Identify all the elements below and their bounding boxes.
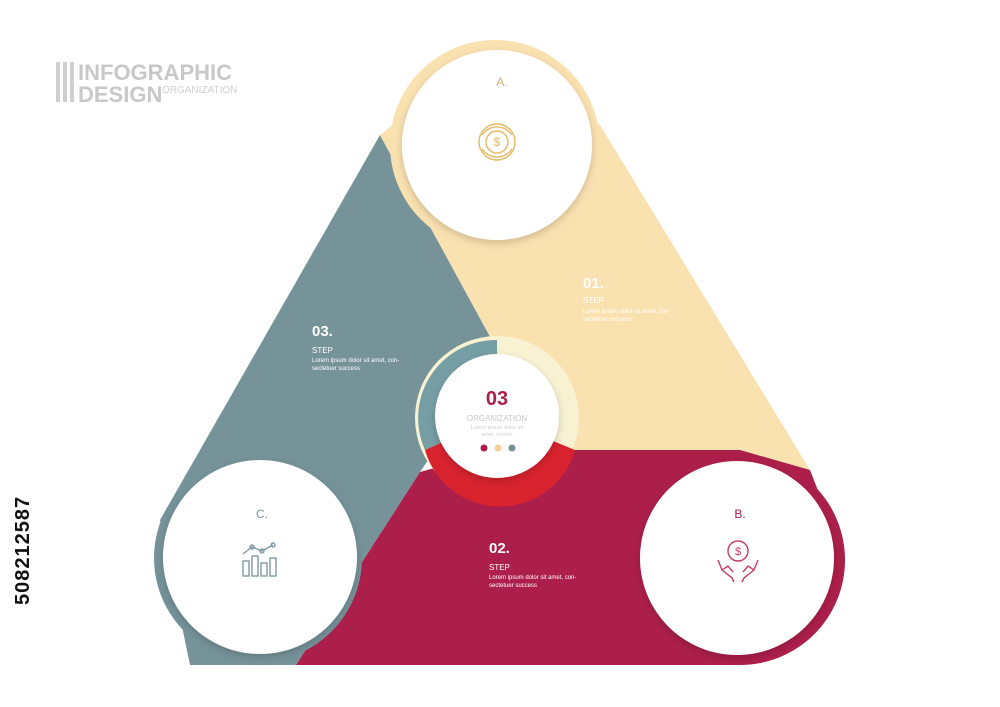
center-circle xyxy=(435,354,559,478)
step3-title: STEP xyxy=(312,346,333,355)
circle-b-label: B. xyxy=(734,507,745,521)
center-dot-peach xyxy=(494,444,502,452)
header-title-line2: DESIGN xyxy=(78,82,162,107)
svg-text:$: $ xyxy=(494,135,501,149)
header-title-line1: INFOGRAPHIC xyxy=(78,60,232,85)
step2-title: STEP xyxy=(489,563,510,572)
bar-chart-icon xyxy=(242,542,277,577)
center-dot-red xyxy=(480,444,488,452)
circle-c xyxy=(163,460,357,654)
step1-number: 01. xyxy=(583,275,604,292)
circle-c-label: C. xyxy=(256,507,268,521)
center-desc-line2: amet, concte xyxy=(481,432,513,438)
dollar-globe-icon: $ xyxy=(478,123,516,161)
side-id-number: 508212587 xyxy=(12,495,34,605)
step1-desc-line2: sectetuer success xyxy=(583,317,631,323)
svg-text:$: $ xyxy=(735,546,741,558)
step3-desc-line2: sectetuer success xyxy=(312,366,360,372)
step1-title: STEP xyxy=(583,296,604,305)
circle-a-label: A. xyxy=(496,75,507,89)
circle-a xyxy=(402,50,592,240)
step3-number: 03. xyxy=(312,323,333,340)
step2-number: 02. xyxy=(489,540,510,557)
step1-desc-line1: Lorem ipsum dolor sit amet, con- xyxy=(583,309,670,315)
step3-desc-line1: Lorem ipsum dolor sit amet, con- xyxy=(312,358,399,364)
center-desc-line1: Lorem ipsum dolor sit xyxy=(471,425,524,431)
center-label: ORGANIZATION xyxy=(467,414,528,423)
header-logo: INFOGRAPHIC DESIGN ORGANIZATION xyxy=(56,60,237,107)
circle-b xyxy=(640,461,834,655)
center-dot-slate xyxy=(508,444,516,452)
header-subtitle: ORGANIZATION xyxy=(162,85,237,96)
hands-dollar-icon: $ xyxy=(717,540,759,583)
center-number: 03 xyxy=(486,388,508,410)
step2-desc-line2: sectetuer success xyxy=(489,583,537,589)
step2-desc-line1: Lorem ipsum dolor sit amet, con- xyxy=(489,575,576,581)
